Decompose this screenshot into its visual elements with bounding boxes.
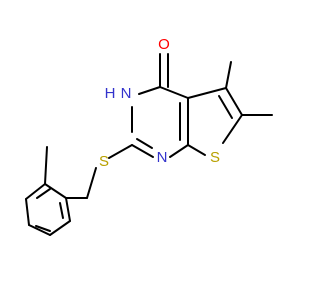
oxygen-label: O: [158, 36, 170, 53]
bond-c6-s: [222, 114, 243, 144]
bond-ar-double-3: [59, 202, 64, 219]
nh-n-label: N: [121, 85, 132, 102]
bond-ar2-ar3: [25, 183, 46, 200]
molecule-diagram: O H N N S S: [25, 36, 273, 236]
bond-ar-double-2: [35, 225, 51, 232]
bond-ar3-ar4: [25, 198, 30, 226]
bond-s-ch2: [86, 167, 97, 199]
bond-c2-n1-double: [136, 138, 153, 149]
bond-c5-c6-double: [218, 95, 233, 119]
bond-c5-methyl: [225, 61, 232, 89]
bond-s-c7a: [187, 144, 206, 156]
bond-c5-c6: [225, 87, 243, 116]
bond-ar-double-1: [36, 188, 51, 199]
thioether-s-label: S: [99, 153, 109, 170]
bond-ar-methyl: [44, 146, 48, 185]
molecule-canvas: O H N N S S: [25, 35, 273, 236]
bond-c4-n3: [138, 86, 161, 95]
bond-ar1-ar2: [44, 183, 67, 199]
bond-ar4-ar5: [28, 224, 51, 236]
bond-c4a-c5: [187, 87, 227, 99]
bond-ar6-ar1: [65, 197, 71, 222]
bond-n1-c7a: [169, 144, 189, 158]
bond-group: [25, 53, 273, 236]
thiophene-s-label: S: [210, 149, 220, 166]
bond-c2-s: [108, 144, 133, 159]
bond-c4a-c4: [159, 86, 189, 99]
nh-h-label: H: [105, 85, 116, 102]
ring-n-label: N: [157, 149, 168, 166]
bond-c2-n1: [131, 144, 154, 158]
bond-ar5-ar6: [49, 220, 71, 236]
